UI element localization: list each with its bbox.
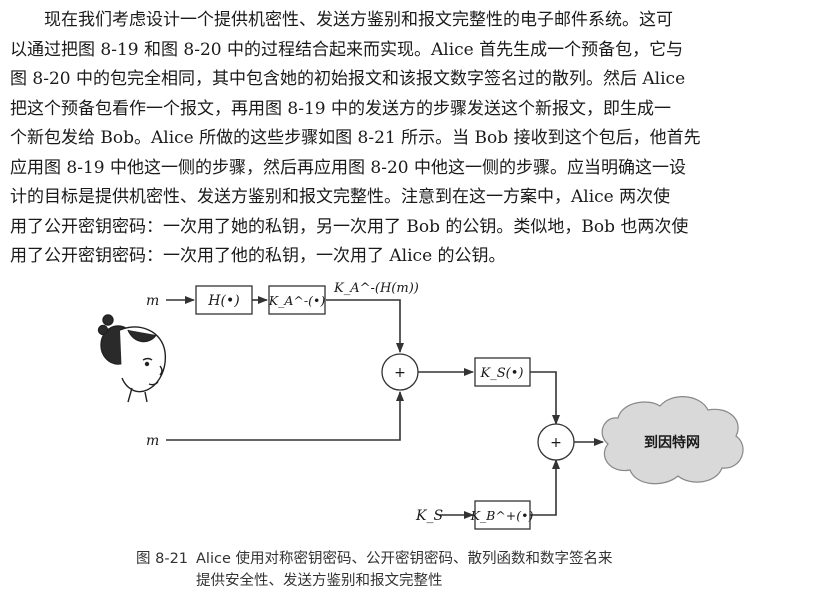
combine-node-2: + [537,423,575,461]
figure-caption: 图 8-21 Alice 使用对称密钥密码、公开密钥密码、散列函数和数字签名来 提… [136,548,612,592]
paragraph-line-7: 计的目标是提供机密性、发送方鉴别和报文完整性。注意到在这一方案中，Alice 两… [10,187,671,207]
internet-label: 到因特网 [644,434,700,451]
input-m-bottom-label: m [146,433,159,449]
session-key-input-label: K_S [415,508,443,524]
combine-node-1: + [381,353,419,391]
combine-node-2-symbol: + [550,435,562,451]
caption-line-1: Alice 使用对称密钥密码、公开密钥密码、散列函数和数字签名来 [196,551,613,567]
input-m-top-label: m [146,293,159,309]
paragraph-line-3: 图 8-20 中的包完全相同，其中包含她的初始报文和该报文数字签名过的散列。然后… [10,69,686,89]
hash-function-label: H(•) [207,293,239,309]
symmetric-key-box: K_S(•) [474,357,531,387]
figure-number: 图 8-21 [136,551,189,567]
internet-cloud-icon: 到因特网 [601,396,744,485]
paragraph-line-4: 把这个预备包看作一个报文，再用图 8-19 中的发送方的步骤发送这个新报文，即生… [10,98,671,119]
alice-portrait-icon [97,314,167,403]
paragraph-line-5: 个新包发给 Bob。Alice 所做的这些步骤如图 8-21 所示。当 Bob … [10,128,701,148]
bob-public-key-box: K_B^+(•) [470,500,534,530]
connector-lines [166,296,604,519]
paragraph-line-6: 应用图 8-19 中他这一侧的步骤，然后再应用图 8-20 中他这一侧的步骤。应… [10,157,686,178]
paragraph-line-1: 现在我们考虑设计一个提供机密性、发送方鉴别和报文完整性的电子邮件系统。这可 [44,10,673,30]
alice-private-key-box: K_A^-(•) [268,285,326,315]
paragraph-line-9: 用了公开密钥密码：一次用了他的私钥，一次用了 Alice 的公钥。 [10,246,506,266]
paragraph-line-2: 以通过把图 8-19 和图 8-20 中的过程结合起来而实现。Alice 首先生… [10,39,684,60]
bob-public-key-label: K_B^+(•) [470,508,534,523]
symmetric-key-label: K_S(•) [480,366,524,381]
body-paragraph: 现在我们考虑设计一个提供机密性、发送方鉴别和报文完整性的电子邮件系统。这可 以通… [10,6,820,272]
caption-line-2: 提供安全性、发送方鉴别和报文完整性 [196,573,443,589]
hash-function-box: H(•) [195,285,253,315]
alice-private-key-label: K_A^-(•) [268,293,326,308]
paragraph-line-8: 用了公开密钥密码：一次用了她的私钥，另一次用了 Bob 的公钥。类似地，Bob … [10,216,689,237]
combine-node-1-symbol: + [394,365,406,381]
signed-hash-label: K_A^-(H(m)) [333,281,419,296]
